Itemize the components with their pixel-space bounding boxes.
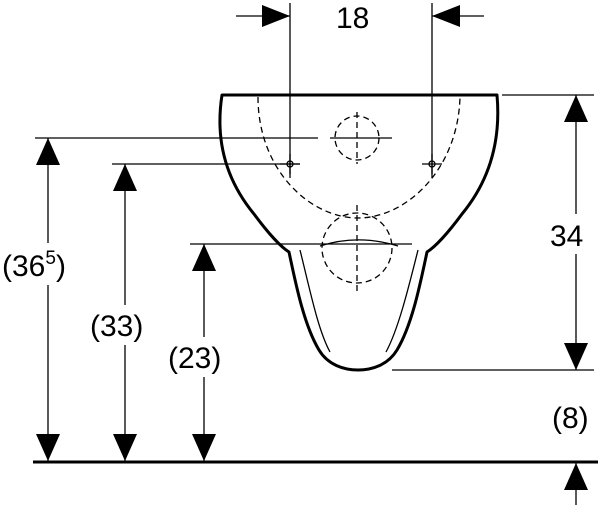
dimension-mount-height: (33) [88, 164, 162, 462]
outlet-height-label: (23) [168, 342, 221, 375]
bowl-hidden-contour [257, 96, 461, 219]
hole-spacing-label: 18 [336, 2, 369, 35]
toilet-bowl [218, 93, 500, 372]
dimension-bowl-height: 34 [545, 95, 597, 370]
overall-height-label: (365) [2, 248, 66, 283]
dimension-floor-clearance: (8) [552, 402, 589, 505]
dimension-outlet-height: (23) [166, 244, 240, 462]
dimension-overall-height: (365) [2, 138, 84, 462]
bowl-rim-line [319, 239, 399, 247]
bowl-inner-right-contour [385, 249, 419, 353]
outlet-hidden-circle [321, 212, 393, 284]
floor-clearance-label: (8) [552, 402, 589, 435]
bowl-outer-outline [218, 93, 500, 372]
mount-height-label: (33) [90, 310, 143, 343]
bowl-inner-left-contour [299, 249, 331, 353]
dimension-hole-spacing: 18 [236, 2, 484, 35]
bowl-height-label: 34 [550, 220, 583, 253]
